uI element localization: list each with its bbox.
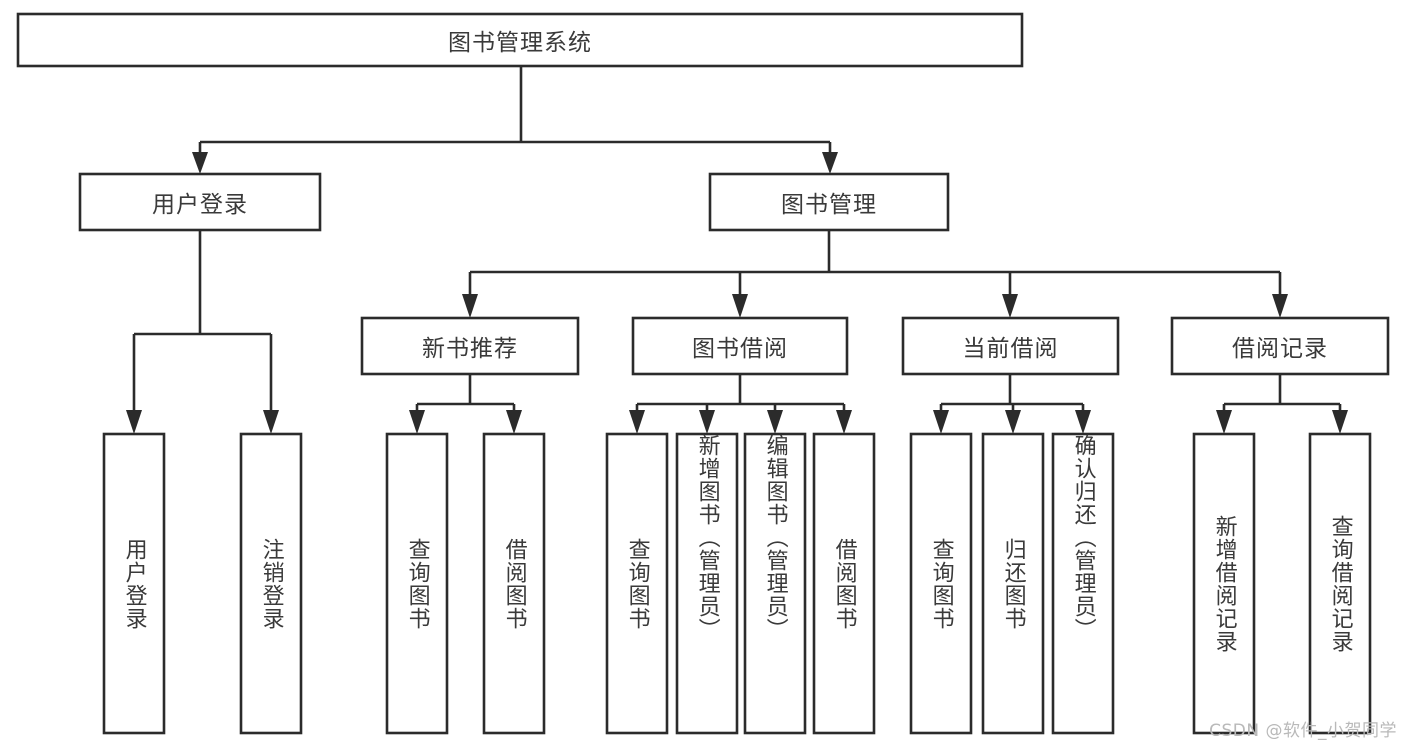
arrow-to-leaf-user-login — [126, 410, 142, 434]
node-box-leaf-add-book[interactable] — [675, 432, 739, 735]
node-box-current-borrow[interactable] — [901, 316, 1120, 376]
arrow-to-current-borrow — [1002, 294, 1018, 318]
arrow-to-leaf-return-book — [1005, 410, 1021, 434]
arrow-to-new-book-recommend — [462, 294, 478, 318]
connector-borrow-record-to-leaves — [1216, 374, 1348, 434]
arrow-to-leaf-query-book-1 — [409, 410, 425, 434]
node-box-leaf-edit-book[interactable] — [743, 432, 807, 735]
node-box-leaf-return-book[interactable] — [981, 432, 1045, 735]
connector-book-borrow-to-leaves — [629, 374, 852, 434]
node-box-leaf-query-book-1[interactable] — [385, 432, 449, 735]
arrow-to-book-manage — [822, 152, 838, 174]
node-box-user-login[interactable] — [78, 172, 322, 232]
connector-root-to-level2 — [192, 66, 838, 174]
node-box-book-manage[interactable] — [708, 172, 950, 232]
connector-current-borrow-to-leaves — [933, 374, 1091, 434]
node-box-book-borrow[interactable] — [631, 316, 849, 376]
node-box-leaf-confirm-return[interactable] — [1051, 432, 1115, 735]
arrow-to-leaf-confirm-return — [1075, 410, 1091, 434]
node-box-leaf-query-record[interactable] — [1308, 432, 1372, 735]
connector-new-book-recommend-to-leaves — [409, 374, 522, 434]
connector-book-manage-to-level3 — [462, 230, 1288, 318]
arrow-to-leaf-query-book-3 — [933, 410, 949, 434]
node-box-borrow-record[interactable] — [1170, 316, 1390, 376]
node-box-leaf-borrow-book-1[interactable] — [482, 432, 546, 735]
node-box-new-book-recommend[interactable] — [360, 316, 580, 376]
arrow-to-leaf-add-record — [1216, 410, 1232, 434]
arrow-to-leaf-add-book — [699, 410, 715, 434]
arrow-to-leaf-borrow-book-2 — [836, 410, 852, 434]
node-box-leaf-borrow-book-2[interactable] — [812, 432, 876, 735]
arrow-to-leaf-edit-book — [767, 410, 783, 434]
node-box-root[interactable] — [16, 12, 1024, 68]
node-box-leaf-add-record[interactable] — [1192, 432, 1256, 735]
arrow-to-book-borrow — [732, 294, 748, 318]
node-box-leaf-query-book-3[interactable] — [909, 432, 973, 735]
arrow-to-leaf-logout — [263, 410, 279, 434]
node-box-leaf-logout[interactable] — [239, 432, 303, 735]
arrow-to-user-login — [192, 152, 208, 174]
arrow-to-leaf-query-record — [1332, 410, 1348, 434]
connector-user-login-to-leaves — [126, 230, 279, 434]
arrow-to-borrow-record — [1272, 294, 1288, 318]
node-box-leaf-user-login[interactable] — [102, 432, 166, 735]
arrow-to-leaf-borrow-book-1 — [506, 410, 522, 434]
node-box-leaf-query-book-2[interactable] — [605, 432, 669, 735]
arrow-to-leaf-query-book-2 — [629, 410, 645, 434]
